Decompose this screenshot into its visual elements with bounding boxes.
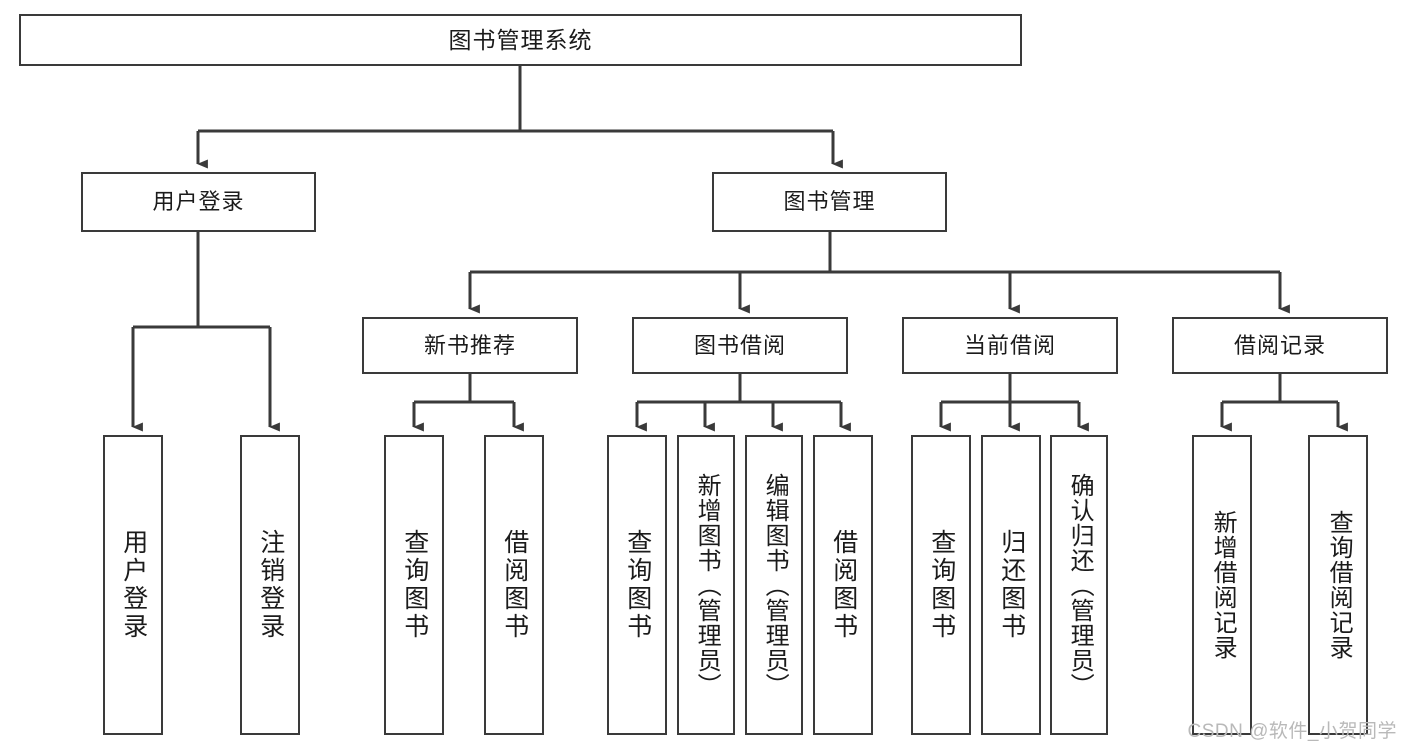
node-label: 借阅记录	[1233, 332, 1326, 358]
node-label: 新增借阅记录	[1209, 510, 1237, 660]
leaf-logout[interactable]: 注销登录	[240, 435, 300, 735]
leaf-add-borrow-record[interactable]: 新增借阅记录	[1192, 435, 1252, 735]
node-label: 查询借阅记录	[1325, 510, 1353, 660]
node-new-book-recommend[interactable]: 新书推荐	[362, 317, 578, 374]
leaf-user-login[interactable]: 用户登录	[103, 435, 163, 735]
node-label: 注销登录	[256, 529, 285, 641]
node-label: 图书管理	[783, 189, 876, 214]
node-label: 用户登录	[152, 189, 245, 214]
node-book-borrow[interactable]: 图书借阅	[632, 317, 848, 374]
leaf-edit-book-admin[interactable]: 编辑图书（管理员）	[745, 435, 803, 735]
node-label: 归还图书	[997, 529, 1026, 641]
leaf-borrow-book-recommend[interactable]: 借阅图书	[484, 435, 544, 735]
leaf-query-book-borrow[interactable]: 查询图书	[607, 435, 667, 735]
watermark: CSDN @软件_小贺同学	[1187, 721, 1397, 742]
leaf-add-book-admin[interactable]: 新增图书（管理员）	[677, 435, 735, 735]
leaf-borrow-book[interactable]: 借阅图书	[813, 435, 873, 735]
node-label: 借阅图书	[500, 529, 529, 641]
node-label: 查询图书	[623, 529, 652, 641]
node-label: 新书推荐	[423, 332, 516, 358]
leaf-query-book-recommend[interactable]: 查询图书	[384, 435, 444, 735]
leaf-query-book-current[interactable]: 查询图书	[911, 435, 971, 735]
node-label: 借阅图书	[829, 529, 858, 641]
node-borrow-records[interactable]: 借阅记录	[1172, 317, 1388, 374]
node-user-login[interactable]: 用户登录	[81, 172, 316, 232]
node-label: 当前借阅	[963, 332, 1056, 358]
leaf-confirm-return-admin[interactable]: 确认归还（管理员）	[1050, 435, 1108, 735]
node-label: 查询图书	[927, 529, 956, 641]
leaf-query-borrow-record[interactable]: 查询借阅记录	[1308, 435, 1368, 735]
node-current-borrow[interactable]: 当前借阅	[902, 317, 1118, 374]
node-label: 新增图书（管理员）	[693, 472, 721, 698]
node-label: 确认归还（管理员）	[1066, 472, 1094, 698]
node-label: 用户登录	[119, 529, 148, 641]
node-label: 查询图书	[400, 529, 429, 641]
node-root-system[interactable]: 图书管理系统	[19, 14, 1022, 66]
node-label: 编辑图书（管理员）	[761, 472, 789, 698]
leaf-return-book[interactable]: 归还图书	[981, 435, 1041, 735]
node-label: 图书管理系统	[448, 26, 593, 53]
node-label: 图书借阅	[693, 332, 786, 358]
node-book-management[interactable]: 图书管理	[712, 172, 947, 232]
